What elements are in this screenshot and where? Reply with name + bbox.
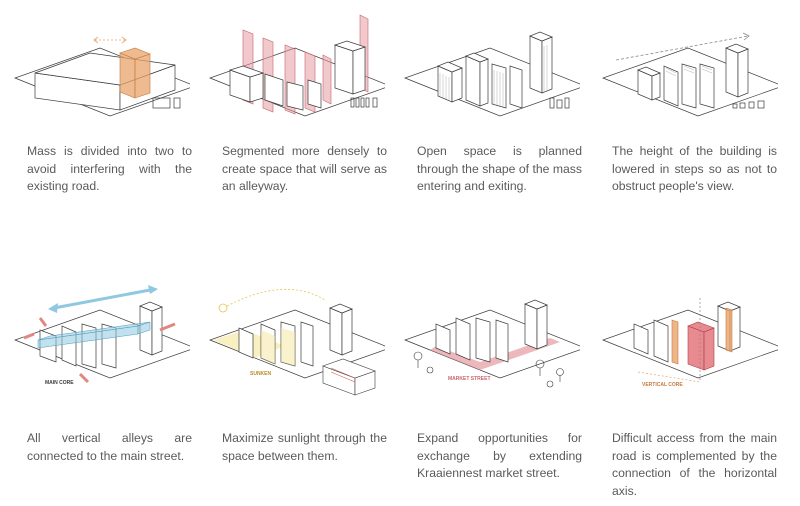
split-gap-highlight	[119, 47, 151, 99]
circulation-arrows	[23, 285, 176, 384]
massing-diagram-segments	[209, 14, 385, 117]
diagram-step-8: VERTICAL CORE	[598, 278, 778, 398]
massing-diagram-sunlight: SUNKEN	[209, 288, 385, 396]
step-4-caption: The height of the building is lowered in…	[612, 144, 777, 193]
diagram-step-7: MARKET STREET	[400, 278, 580, 398]
sunken-label: SUNKEN	[250, 371, 272, 377]
sunken-detail	[322, 358, 376, 396]
key-plan-icon	[152, 97, 181, 109]
vertical-core-orange	[671, 307, 733, 365]
key-plan-icon	[549, 97, 570, 109]
massing-diagram-stepped-height	[602, 32, 778, 117]
step-7-caption: Expand opportunities for exchange by ext…	[417, 431, 582, 480]
massing-diagram-market-street: MARKET STREET	[404, 299, 580, 388]
blue-corridor	[37, 321, 151, 349]
market-street-label: MARKET STREET	[448, 376, 491, 382]
diagram-step-6: SUNKEN	[205, 278, 385, 398]
step-5-caption: All vertical alleys are connected to the…	[27, 431, 192, 463]
step-2-caption: Segmented more densely to create space t…	[222, 144, 387, 193]
market-stall-icons	[413, 351, 564, 388]
key-plan-icon	[732, 100, 765, 109]
vertical-core-red	[687, 321, 715, 371]
hatch-shading	[665, 65, 713, 77]
hatch-shading	[439, 45, 548, 107]
main-core-label: MAIN CORE	[45, 380, 74, 386]
site-plane	[404, 309, 580, 379]
step-6-caption: Maximize sunlight through the space betw…	[222, 431, 387, 463]
sun-path	[226, 288, 326, 307]
diagram-step-3	[400, 18, 580, 138]
massing-diagram-vertical-alleys: MAIN CORE	[14, 285, 190, 386]
step-8-caption: Difficult access from the main road is c…	[612, 431, 777, 498]
vertical-core-label: VERTICAL CORE	[642, 382, 683, 388]
step-1-caption: Mass is divided into two to avoid interf…	[27, 144, 192, 193]
diagram-step-1	[10, 18, 190, 138]
massing-diagram-open-space	[404, 31, 580, 117]
diagram-step-5: MAIN CORE	[10, 278, 190, 398]
market-street-band	[430, 338, 560, 370]
sun-icon	[218, 303, 228, 313]
key-plan-icon	[350, 97, 378, 108]
diagram-step-2	[205, 10, 385, 130]
massing-diagram-split	[14, 36, 190, 117]
massing-diagram-vertical-core: VERTICAL CORE	[602, 298, 778, 388]
diagram-step-4	[598, 18, 778, 138]
step-3-caption: Open space is planned through the shape …	[417, 144, 582, 193]
